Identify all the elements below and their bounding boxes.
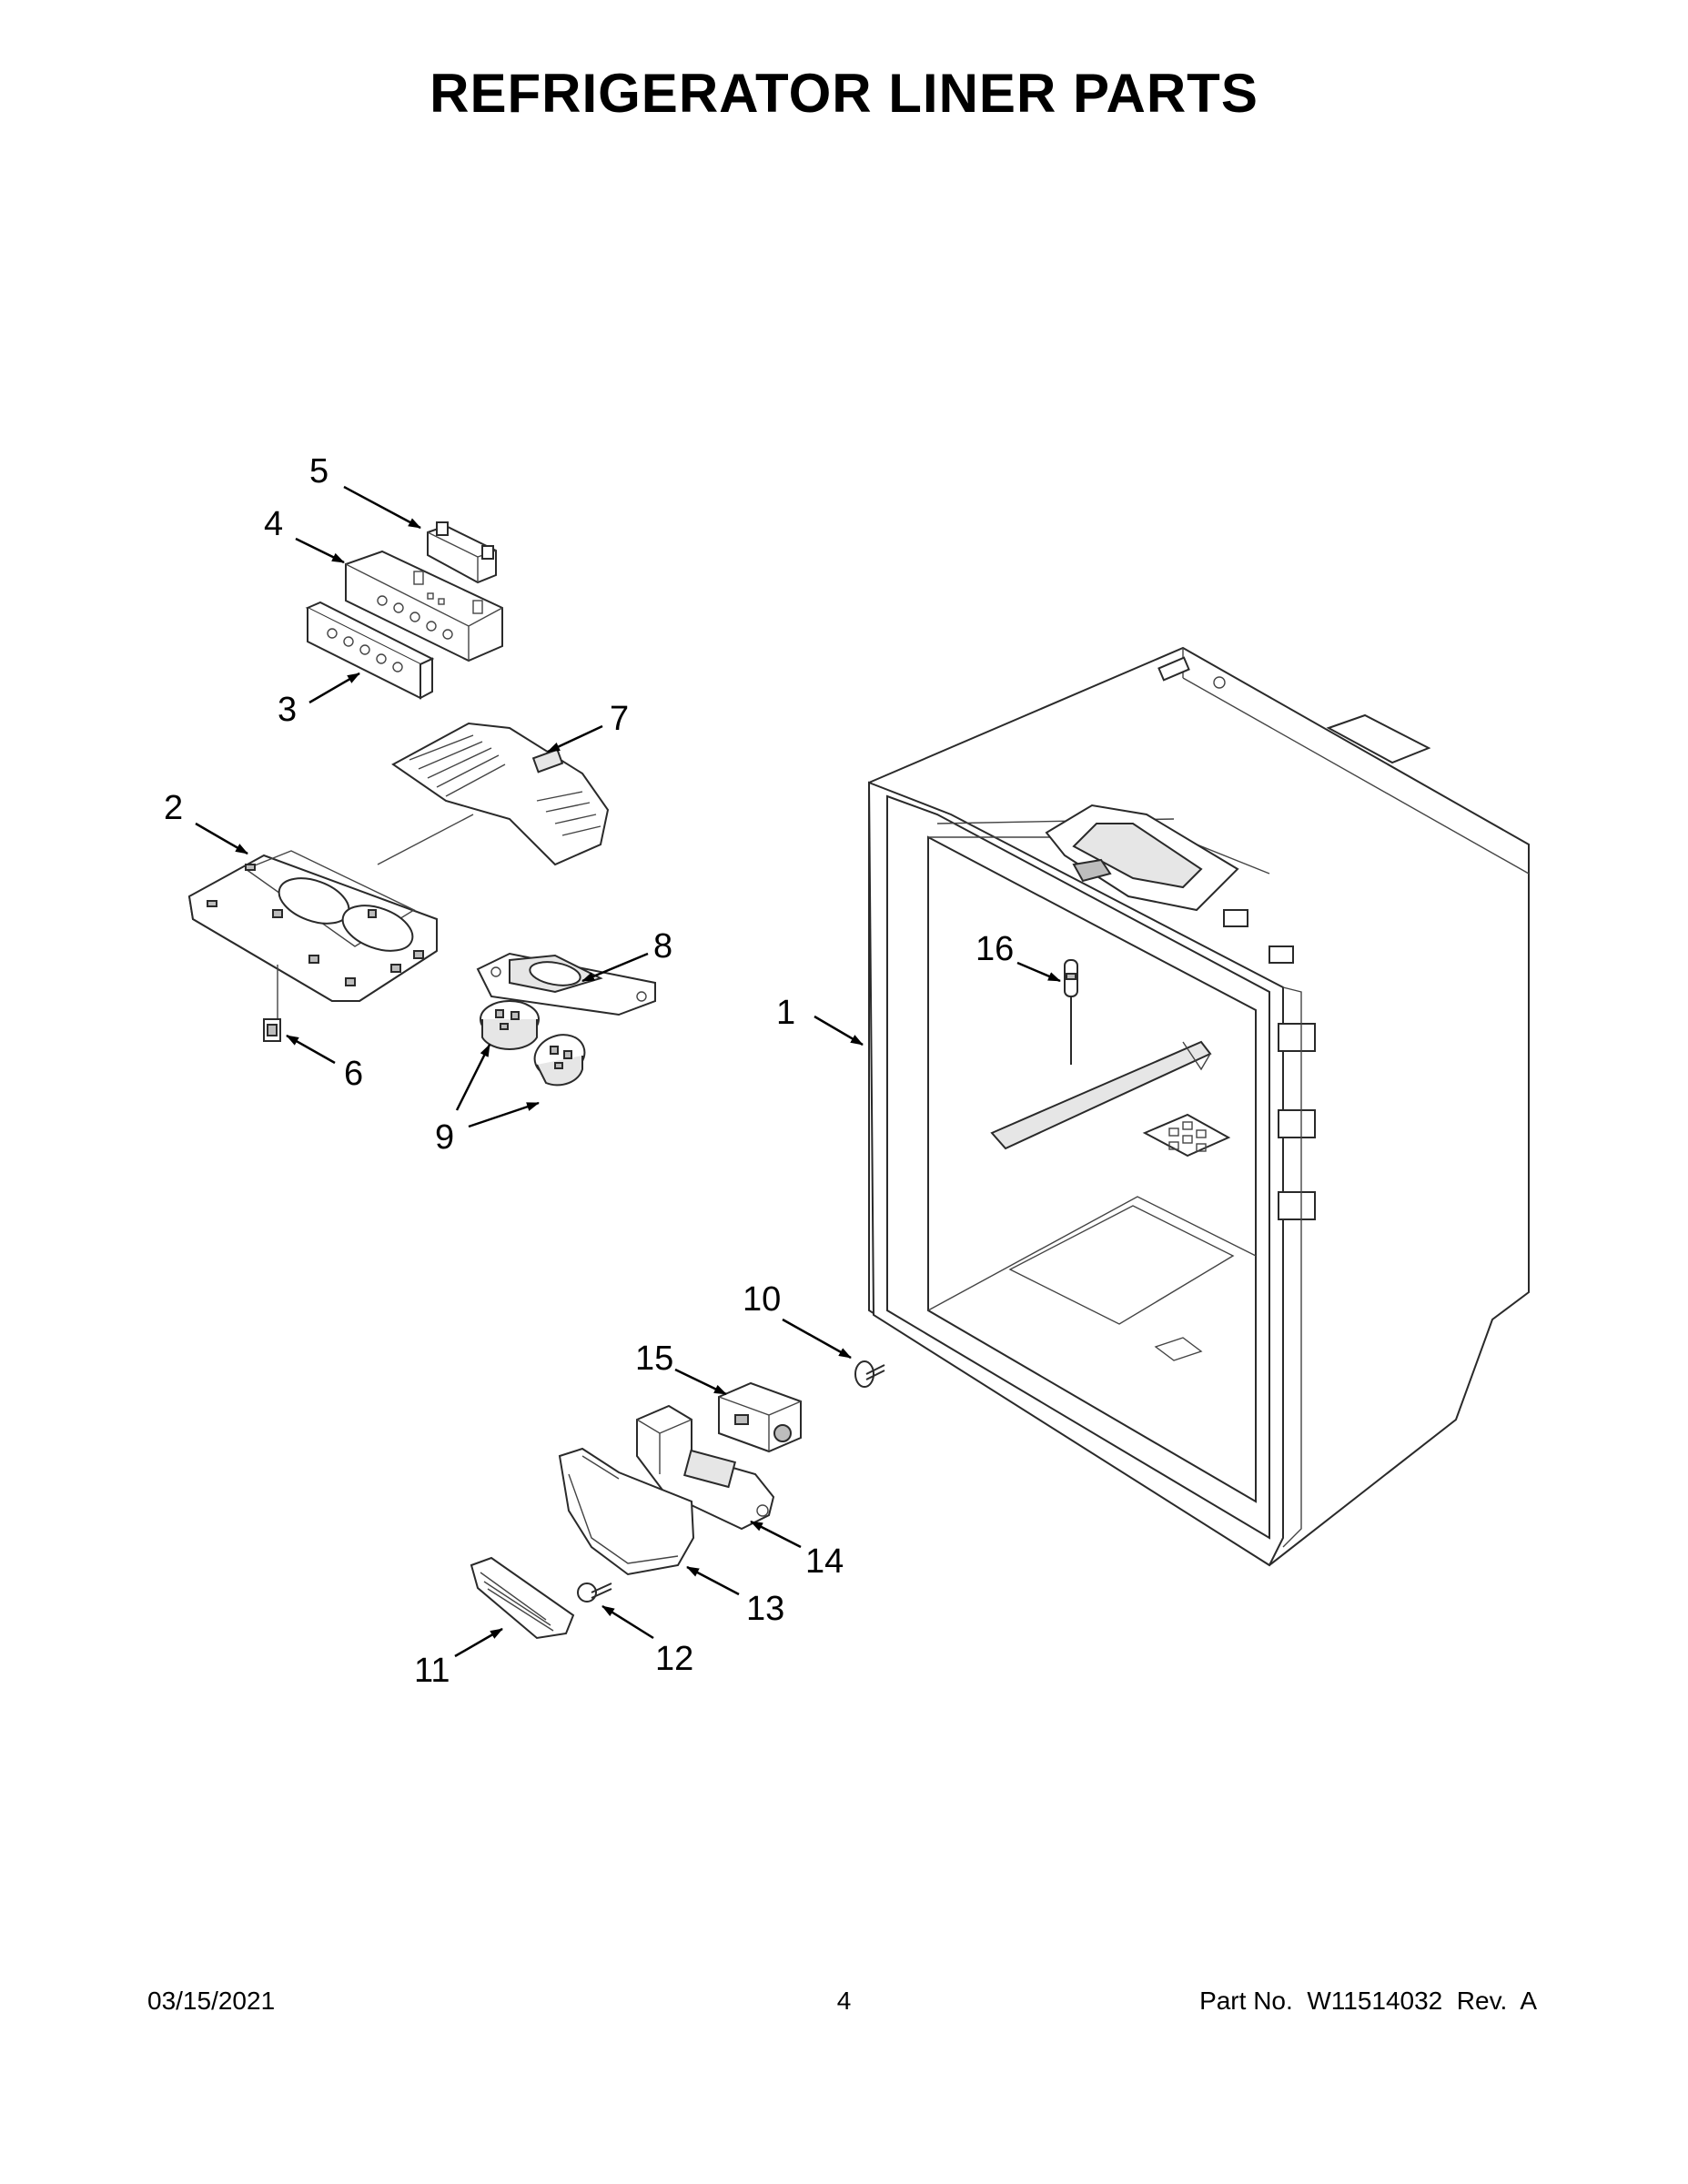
screw-part <box>854 1360 885 1388</box>
callout-number: 1 <box>776 994 795 1032</box>
page-title: REFRIGERATOR LINER PARTS <box>430 63 1258 124</box>
callout-9: 9 <box>435 1044 540 1157</box>
led-light-part <box>480 1000 586 1087</box>
callout-6: 6 <box>286 1034 363 1093</box>
callout-1: 1 <box>776 994 864 1046</box>
callout-number: 11 <box>414 1652 450 1690</box>
air-diffuser-cover-part <box>377 722 610 866</box>
callout-7: 7 <box>547 700 629 753</box>
control-overlay-part <box>305 601 435 700</box>
callout-12: 12 <box>601 1604 693 1678</box>
callout-5: 5 <box>309 452 421 530</box>
lamp-cover-part <box>476 952 656 1016</box>
filter-cover-part <box>558 1447 695 1576</box>
callout-number: 9 <box>435 1118 454 1157</box>
callout-number: 12 <box>655 1640 693 1678</box>
callout-number: 13 <box>746 1590 784 1628</box>
switch-part <box>263 1018 281 1042</box>
callout-15: 15 <box>635 1340 727 1396</box>
callout-number: 10 <box>743 1280 781 1319</box>
refrigerator-liner-part <box>867 646 1530 1567</box>
callout-11: 11 <box>414 1627 503 1690</box>
callout-number: 6 <box>344 1055 363 1093</box>
footer-page-number: 4 <box>836 1987 852 2015</box>
footer-part-number: Part No. W11514032 Rev. A <box>1199 1987 1537 2015</box>
screw-part-2 <box>577 1582 612 1603</box>
filter-door-part <box>470 1556 575 1640</box>
callout-3: 3 <box>278 672 360 729</box>
bracket-part <box>427 521 497 584</box>
callout-16: 16 <box>975 930 1061 983</box>
callout-number: 2 <box>164 789 183 827</box>
thermistor-part <box>1064 959 1078 1065</box>
callout-number: 16 <box>975 930 1014 968</box>
callout-number: 8 <box>653 927 672 966</box>
callout-14: 14 <box>750 1520 844 1581</box>
callout-4: 4 <box>264 505 345 564</box>
filter-bracket-part <box>636 1404 775 1531</box>
callout-number: 3 <box>278 691 297 729</box>
callout-8: 8 <box>581 927 672 983</box>
callout-number: 4 <box>264 505 283 543</box>
callout-number: 15 <box>635 1340 673 1378</box>
callout-10: 10 <box>743 1280 852 1360</box>
control-housing-part <box>345 550 503 662</box>
filter-housing-part <box>718 1381 802 1453</box>
callout-2: 2 <box>164 789 248 855</box>
callout-13: 13 <box>686 1565 784 1628</box>
callout-number: 14 <box>805 1542 844 1581</box>
footer-date: 03/15/2021 <box>147 1987 276 2015</box>
callout-number: 7 <box>610 700 629 738</box>
control-tray-part <box>187 850 438 1019</box>
callout-number: 5 <box>309 452 329 490</box>
